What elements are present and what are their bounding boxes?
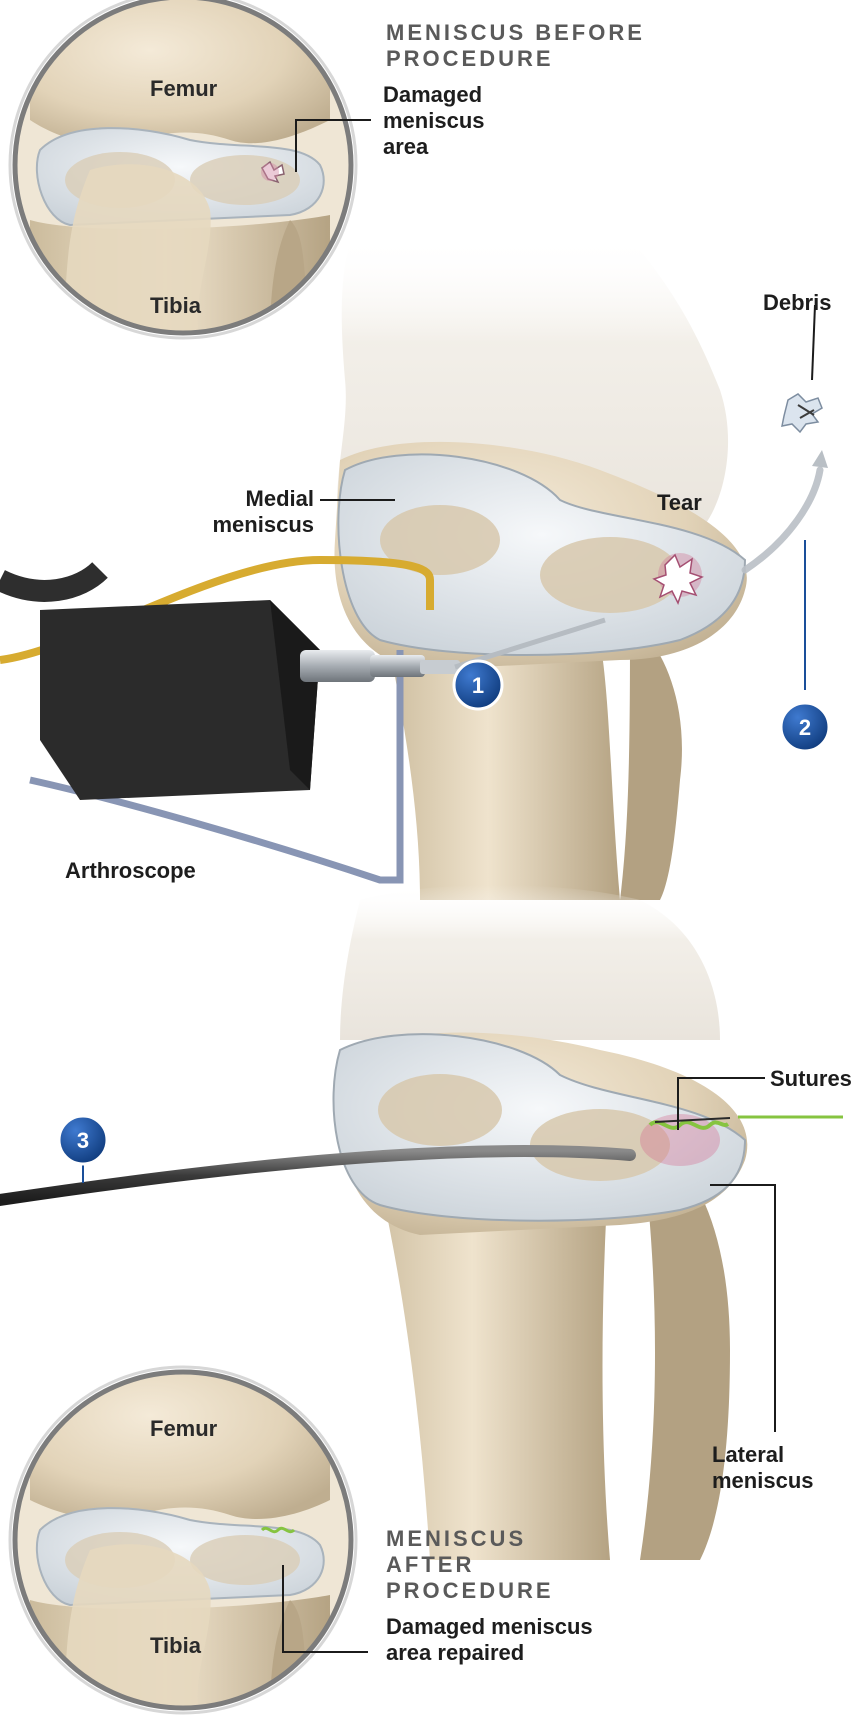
debris-arrow xyxy=(745,470,820,570)
debris-arrowhead xyxy=(812,450,828,468)
repaired-area-label: Damaged meniscus area repaired xyxy=(386,1614,593,1666)
damaged-area-line-2: meniscus xyxy=(383,108,485,134)
tear-label: Tear xyxy=(657,490,702,516)
damaged-area-line-3: area xyxy=(383,134,485,160)
before-heading-line-2: PROCEDURE xyxy=(386,46,645,72)
lateral-meniscus-label: Lateral meniscus xyxy=(712,1442,814,1494)
bottom-tibia-label: Tibia xyxy=(150,1633,201,1659)
top-tibia-label: Tibia xyxy=(150,293,201,319)
badge-3-number: 3 xyxy=(77,1128,89,1153)
badge-2-number: 2 xyxy=(799,715,811,740)
after-heading-line-1: MENISCUS xyxy=(386,1526,554,1552)
damaged-area-label: Damaged meniscus area xyxy=(383,82,485,160)
medial-line-1: Medial xyxy=(210,486,314,512)
badge-1: 1 xyxy=(454,661,502,709)
before-heading: MENISCUS BEFORE PROCEDURE xyxy=(386,20,645,72)
badge-1-number: 1 xyxy=(472,673,484,698)
after-heading-line-2: AFTER xyxy=(386,1552,554,1578)
debris-leader xyxy=(812,305,815,380)
top-femur-label: Femur xyxy=(150,76,217,102)
after-heading: MENISCUS AFTER PROCEDURE xyxy=(386,1526,554,1604)
sutures-label: Sutures xyxy=(770,1066,852,1092)
badge-3: 3 xyxy=(59,1116,107,1164)
repaired-line-1: Damaged meniscus xyxy=(386,1614,593,1640)
step1-knee xyxy=(0,236,828,900)
after-heading-line-3: PROCEDURE xyxy=(386,1578,554,1604)
debris-label: Debris xyxy=(763,290,831,316)
debris-fragment xyxy=(782,394,822,432)
medial-line-2: meniscus xyxy=(210,512,314,538)
medial-meniscus-label: Medial meniscus xyxy=(210,486,314,538)
badge-2: 2 xyxy=(781,703,829,751)
lateral-line-2: meniscus xyxy=(712,1468,814,1494)
bottom-inset xyxy=(0,1360,368,1715)
damaged-area-line-1: Damaged xyxy=(383,82,485,108)
top-inset xyxy=(0,0,366,340)
repaired-line-2: area repaired xyxy=(386,1640,593,1666)
lateral-line-1: Lateral xyxy=(712,1442,814,1468)
arthroscope-label: Arthroscope xyxy=(65,858,196,884)
before-heading-line-1: MENISCUS BEFORE xyxy=(386,20,645,46)
bottom-femur-label: Femur xyxy=(150,1416,217,1442)
